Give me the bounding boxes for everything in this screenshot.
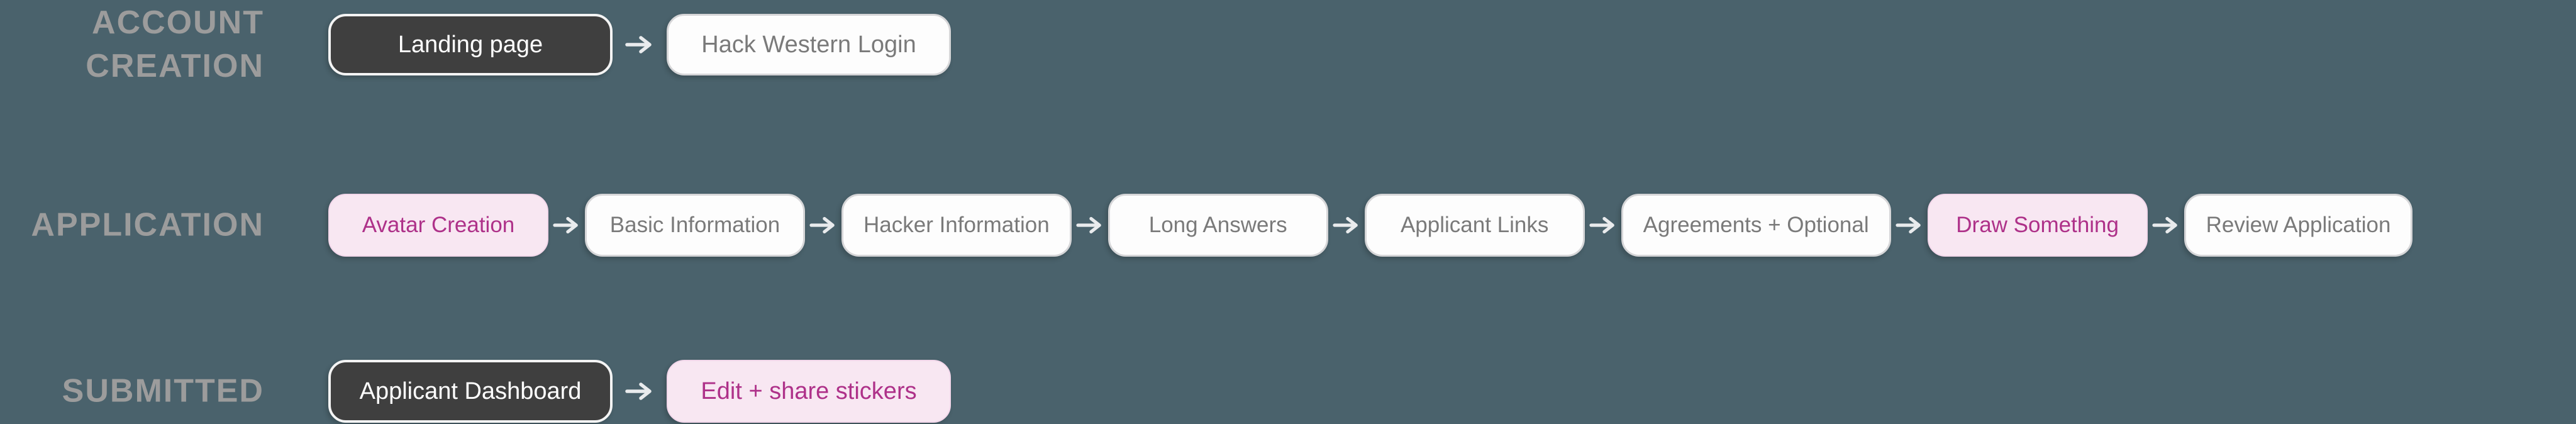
- swimlane-account-creation: ACCOUNT CREATION Landing page Hack Wester…: [0, 4, 2576, 84]
- flow-node-label: Long Answers: [1148, 213, 1287, 237]
- flow-node-applicant-dashboard[interactable]: Applicant Dashboard: [328, 360, 613, 423]
- flow-node-draw-something[interactable]: Draw Something: [1927, 194, 2148, 257]
- flow-node-label: Hack Western Login: [701, 31, 916, 58]
- flow-node-label: Draw Something: [1956, 213, 2119, 237]
- section-label-submitted: SUBMITTED: [62, 372, 264, 410]
- flow-node-edit-share-stickers[interactable]: Edit + share stickers: [667, 360, 951, 423]
- arrow-right-icon: [548, 213, 585, 237]
- section-label-account-creation: ACCOUNT CREATION: [86, 4, 264, 84]
- node-track: Avatar Creation Basic Information Hacker I…: [328, 194, 2413, 257]
- flow-node-label: Edit + share stickers: [701, 377, 917, 404]
- swimlane-submitted: SUBMITTED Applicant Dashboard Edit + shar…: [0, 360, 2576, 423]
- arrow-right-icon: [1891, 213, 1928, 237]
- arrow-right-icon: [805, 213, 841, 237]
- flow-node-label: Review Application: [2206, 213, 2391, 237]
- flow-node-hacker-information[interactable]: Hacker Information: [841, 194, 1072, 257]
- swimlane-application: APPLICATION Avatar Creation Basic Informa…: [0, 194, 2576, 257]
- flow-node-hack-western-login[interactable]: Hack Western Login: [667, 14, 951, 75]
- arrow-right-icon: [1585, 213, 1621, 237]
- flow-node-label: Basic Information: [609, 213, 780, 237]
- flow-node-long-answers[interactable]: Long Answers: [1108, 194, 1328, 257]
- flow-node-agreements-optional[interactable]: Agreements + Optional: [1621, 194, 1891, 257]
- node-track: Landing page Hack Western Login: [328, 14, 951, 75]
- flow-node-applicant-links[interactable]: Applicant Links: [1364, 194, 1585, 257]
- arrow-right-icon: [613, 32, 667, 57]
- arrow-right-icon: [1072, 213, 1108, 237]
- flow-node-label: Applicant Dashboard: [359, 377, 582, 404]
- flow-node-label: Landing page: [397, 31, 543, 58]
- arrow-right-icon: [2148, 213, 2184, 237]
- section-label-application: APPLICATION: [31, 206, 264, 243]
- flow-node-label: Avatar Creation: [362, 213, 515, 237]
- flow-node-avatar-creation[interactable]: Avatar Creation: [328, 194, 548, 257]
- arrow-right-icon: [1328, 213, 1365, 237]
- flow-node-review-application[interactable]: Review Application: [2184, 194, 2413, 257]
- flow-node-label: Agreements + Optional: [1643, 213, 1869, 237]
- flow-node-label: Applicant Links: [1400, 213, 1549, 237]
- flow-node-basic-information[interactable]: Basic Information: [585, 194, 805, 257]
- flow-node-label: Hacker Information: [863, 213, 1050, 237]
- arrow-right-icon: [613, 379, 667, 404]
- node-track: Applicant Dashboard Edit + share stickers: [328, 360, 951, 423]
- flow-node-landing-page[interactable]: Landing page: [328, 14, 613, 75]
